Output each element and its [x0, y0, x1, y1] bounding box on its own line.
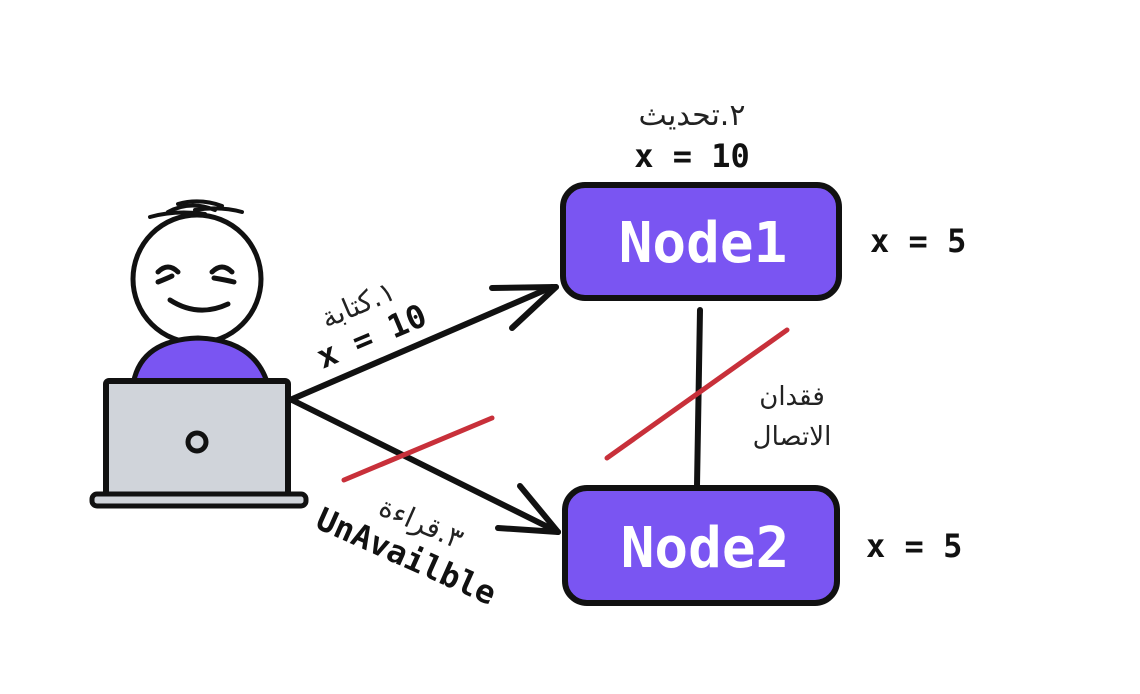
read-label: ٣.قراءة UnAvailble: [311, 490, 502, 613]
node1: Node1: [560, 182, 842, 301]
partition-cut-line: [604, 327, 790, 461]
person-eyes: [155, 264, 237, 285]
person-smile: [167, 297, 231, 313]
node1-box: [560, 182, 842, 301]
read-arrow: [289, 397, 561, 535]
node2-label: Node2: [621, 516, 790, 581]
person-hair: [148, 199, 244, 219]
replication-link: [694, 307, 703, 489]
laptop-screen: [103, 378, 291, 500]
node1-value: x = 5: [870, 222, 966, 260]
node1-label: Node1: [619, 211, 788, 276]
node2-box: [562, 485, 840, 606]
node2: Node2: [562, 485, 840, 606]
partition-label-line1: فقدان: [759, 382, 825, 412]
read-cut-line: [341, 415, 495, 483]
laptop-logo: [185, 430, 209, 454]
write-arrow: [287, 284, 559, 403]
node2-value: x = 5: [866, 527, 962, 565]
update-step-label: ٢.تحديث: [639, 98, 746, 133]
laptop-base: [89, 491, 309, 509]
person-with-laptop-icon: [89, 199, 309, 509]
write-label: ١.كتابة x = 10: [311, 274, 432, 376]
partition-label-line2: الاتصال: [753, 422, 832, 452]
person-shirt: [130, 335, 272, 388]
person-head: [130, 212, 264, 346]
update-value-label: x = 10: [634, 137, 750, 175]
